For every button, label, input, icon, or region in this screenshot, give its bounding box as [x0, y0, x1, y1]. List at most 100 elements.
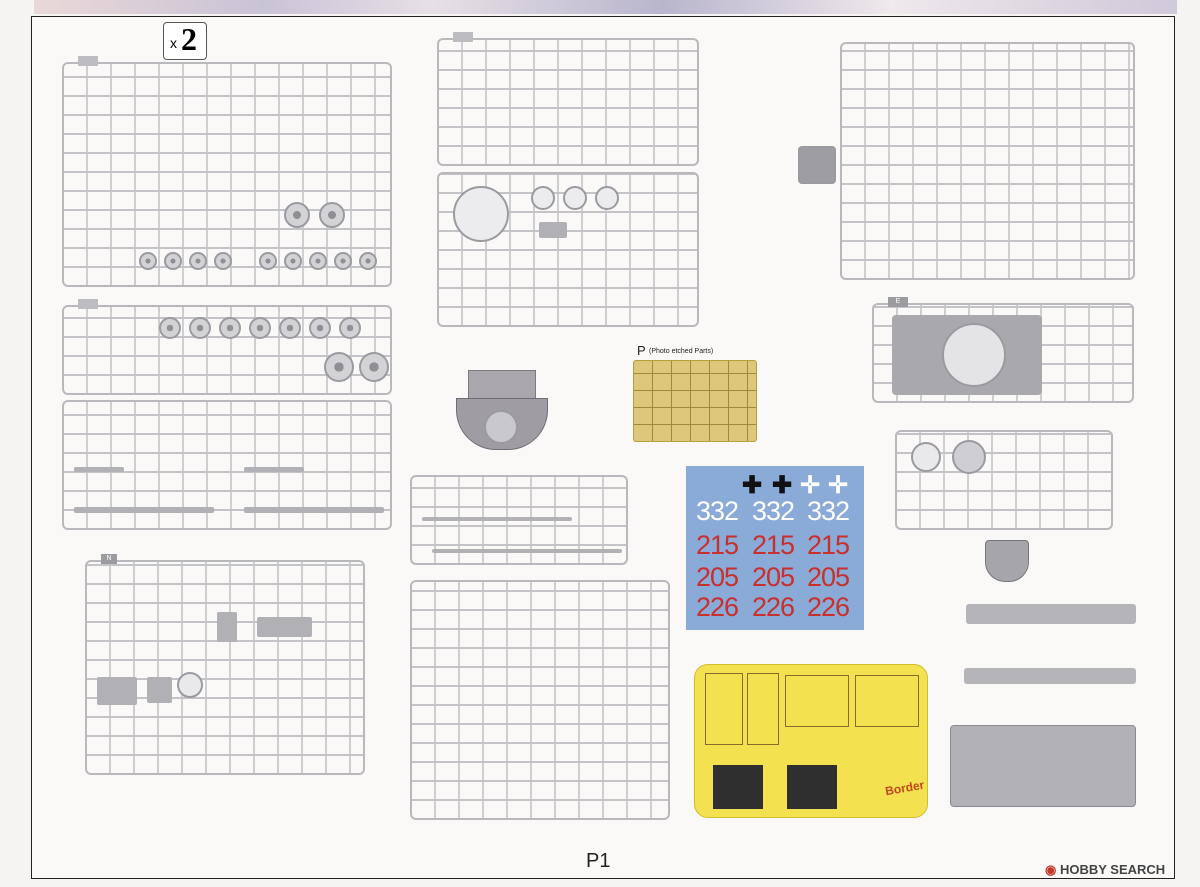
decal-sheet: ✚ ✚ ✛ ✛ 332 332 332 215 215 215 205 205 … [686, 466, 864, 630]
hull-plate [97, 677, 137, 705]
track-guard-part [964, 668, 1136, 684]
road-wheel [159, 317, 181, 339]
hull-plate [217, 612, 237, 642]
sprue-n: N [85, 554, 365, 775]
road-wheel [249, 317, 271, 339]
hull-part [539, 222, 567, 238]
sprue-a-middle [62, 299, 392, 395]
decal-number: 332 [696, 496, 739, 526]
road-wheel [334, 252, 352, 270]
pe-label-letter: P [637, 343, 646, 358]
road-wheel [164, 252, 182, 270]
gun-mantlet-part [456, 370, 548, 452]
sprue-tag [453, 32, 473, 42]
sprue-e: E [872, 297, 1134, 403]
sprue-n-tag: N [101, 554, 117, 564]
lower-hull-part [950, 725, 1136, 807]
decal-number: 332 [807, 496, 850, 526]
ring-part [177, 672, 203, 698]
decal-number: 205 [752, 562, 795, 592]
decal-number: 205 [807, 562, 850, 592]
box-art-strip [34, 0, 1177, 14]
hatch-ring [531, 186, 555, 210]
sprocket-wheel [324, 352, 354, 382]
sprue-d-lower [410, 580, 670, 820]
multiplier-count: 2 [181, 21, 197, 57]
track-run [74, 507, 214, 513]
sprue-g [895, 430, 1113, 530]
watermark: ◉ HOBBY SEARCH [1045, 862, 1165, 878]
road-wheel [189, 252, 207, 270]
hull-top-part [892, 315, 1042, 395]
mask-outline [785, 675, 849, 727]
mantlet-top [468, 370, 536, 402]
multiplier-badge: x 2 [163, 21, 207, 60]
brand-logo: Border [884, 777, 926, 799]
hull-plate [257, 617, 312, 637]
mask-outline [705, 673, 743, 745]
mask-outline [855, 675, 919, 727]
road-wheel [214, 252, 232, 270]
cupola-part [798, 146, 836, 184]
road-wheel [219, 317, 241, 339]
mask-outline [747, 673, 779, 745]
sprue-track-links [62, 400, 392, 530]
mask-window [713, 765, 763, 809]
road-wheel [139, 252, 157, 270]
multiplier-x: x [170, 35, 177, 51]
watermark-text: HOBBY SEARCH [1059, 862, 1166, 877]
mask-sheet: Border [694, 664, 928, 818]
decal-number: 215 [696, 530, 739, 560]
decal-number: 205 [696, 562, 739, 592]
hatch-ring [595, 186, 619, 210]
road-wheel [259, 252, 277, 270]
decal-number: 215 [807, 530, 850, 560]
turret-opening [942, 323, 1006, 387]
road-wheel [284, 252, 302, 270]
page-number: P1 [586, 850, 611, 872]
road-wheel [319, 202, 345, 228]
road-wheel [339, 317, 361, 339]
track-run [74, 467, 124, 472]
hatch-ring [563, 186, 587, 210]
hull-plate [147, 677, 172, 703]
balkenkreuz-decal: ✚ [772, 472, 793, 499]
decal-number: 226 [696, 592, 739, 622]
road-wheel [309, 252, 327, 270]
watermark-icon: ◉ [1045, 862, 1057, 877]
gun-barrel [422, 517, 572, 521]
sprue-tag [78, 299, 98, 309]
balkenkreuz-decal: ✚ [742, 472, 763, 499]
sprocket-wheel [359, 352, 389, 382]
track-guard-part [966, 604, 1136, 624]
road-wheel [359, 252, 377, 270]
track-run [244, 467, 304, 472]
ring-part [952, 440, 986, 474]
decal-number: 332 [752, 496, 795, 526]
track-run [244, 507, 384, 513]
sprue-b [437, 32, 699, 166]
road-wheel [309, 317, 331, 339]
gun-barrel [432, 549, 622, 553]
sprue-tag [78, 56, 98, 66]
pe-label-caption: (Photo etched Parts) [649, 348, 714, 355]
decal-number: 215 [752, 530, 795, 560]
ring-part [911, 442, 941, 472]
sprue-d-upper [410, 475, 628, 565]
road-wheel [284, 202, 310, 228]
sprue-c [437, 172, 699, 327]
balkenkreuz-decal: ✛ [828, 472, 849, 499]
turret-ring [453, 186, 509, 242]
sprue-f [798, 42, 1135, 280]
mantlet-ring [484, 410, 518, 444]
sprue-a-upper [62, 56, 392, 287]
road-wheel [189, 317, 211, 339]
sprue-e-label: E [895, 298, 901, 305]
mask-window [787, 765, 837, 809]
balkenkreuz-decal: ✛ [800, 472, 821, 499]
sprue-e-tag: E [888, 297, 908, 307]
road-wheel [279, 317, 301, 339]
decal-number: 226 [752, 592, 795, 622]
decal-number: 226 [807, 592, 850, 622]
photo-etched-fret [633, 360, 757, 442]
